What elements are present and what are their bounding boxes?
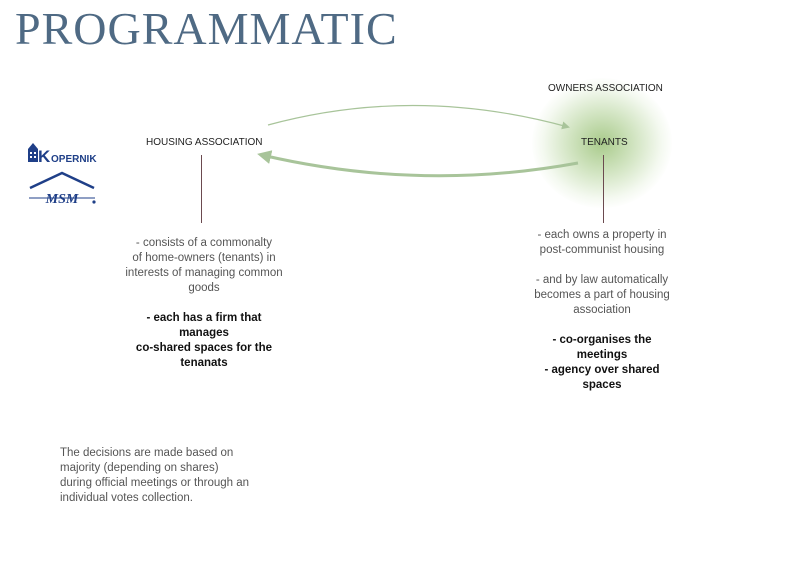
housing-association-label: HOUSING ASSOCIATION xyxy=(146,137,263,148)
note-line: majority (depending on shares) xyxy=(60,462,219,474)
tenants-connector-line xyxy=(603,155,604,223)
housing-line: of home-owners (tenants) in xyxy=(132,252,276,264)
note-line: individual votes collection. xyxy=(60,492,193,504)
kopernik-logo: K OPERNIK xyxy=(28,143,97,164)
housing-bold-line: tenanats xyxy=(180,357,228,369)
housing-bold-line: manages xyxy=(179,327,229,339)
housing-bold-line: - each has a firm that xyxy=(146,312,262,324)
tenants-line: - and by law automatically xyxy=(535,274,669,286)
decisions-note: The decisions are made based on majority… xyxy=(60,446,275,506)
tenants-description: - each owns a property in post-communist… xyxy=(502,228,702,393)
tenants-bold-line: spaces xyxy=(582,379,622,391)
arrow-to-tenants xyxy=(267,104,570,130)
tenants-line: association xyxy=(573,304,631,316)
housing-bold-line: co-shared spaces for the xyxy=(135,342,273,354)
note-line: during official meetings or through an xyxy=(60,477,250,489)
housing-line: - consists of a commonalty xyxy=(135,237,273,249)
svg-text:OPERNIK: OPERNIK xyxy=(51,154,97,164)
page-title: PROGRAMMATIC xyxy=(15,3,398,54)
note-line: The decisions are made based on xyxy=(60,447,234,459)
housing-line: goods xyxy=(188,282,220,294)
svg-text:K: K xyxy=(38,147,51,164)
housing-connector-line xyxy=(201,155,202,223)
housing-association-description: - consists of a commonalty of home-owner… xyxy=(104,236,304,371)
svg-text:MSM: MSM xyxy=(45,192,79,207)
tenants-bold-line: - agency over shared xyxy=(544,364,660,376)
tenants-line: - each owns a property in xyxy=(537,229,667,241)
tenants-line: post-communist housing xyxy=(539,244,665,256)
msm-logo: MSM xyxy=(29,171,96,207)
tenants-line: becomes a part of housing xyxy=(534,289,670,301)
tenants-bold-line: - co-organises the xyxy=(552,334,652,346)
housing-line: interests of managing common xyxy=(125,267,283,279)
tenants-bold-line: meetings xyxy=(576,349,628,361)
tenants-label: TENANTS xyxy=(581,137,628,148)
arrow-to-housing xyxy=(257,150,579,178)
owners-association-label: OWNERS ASSOCIATION xyxy=(548,83,663,94)
tenants-glow xyxy=(532,78,672,208)
